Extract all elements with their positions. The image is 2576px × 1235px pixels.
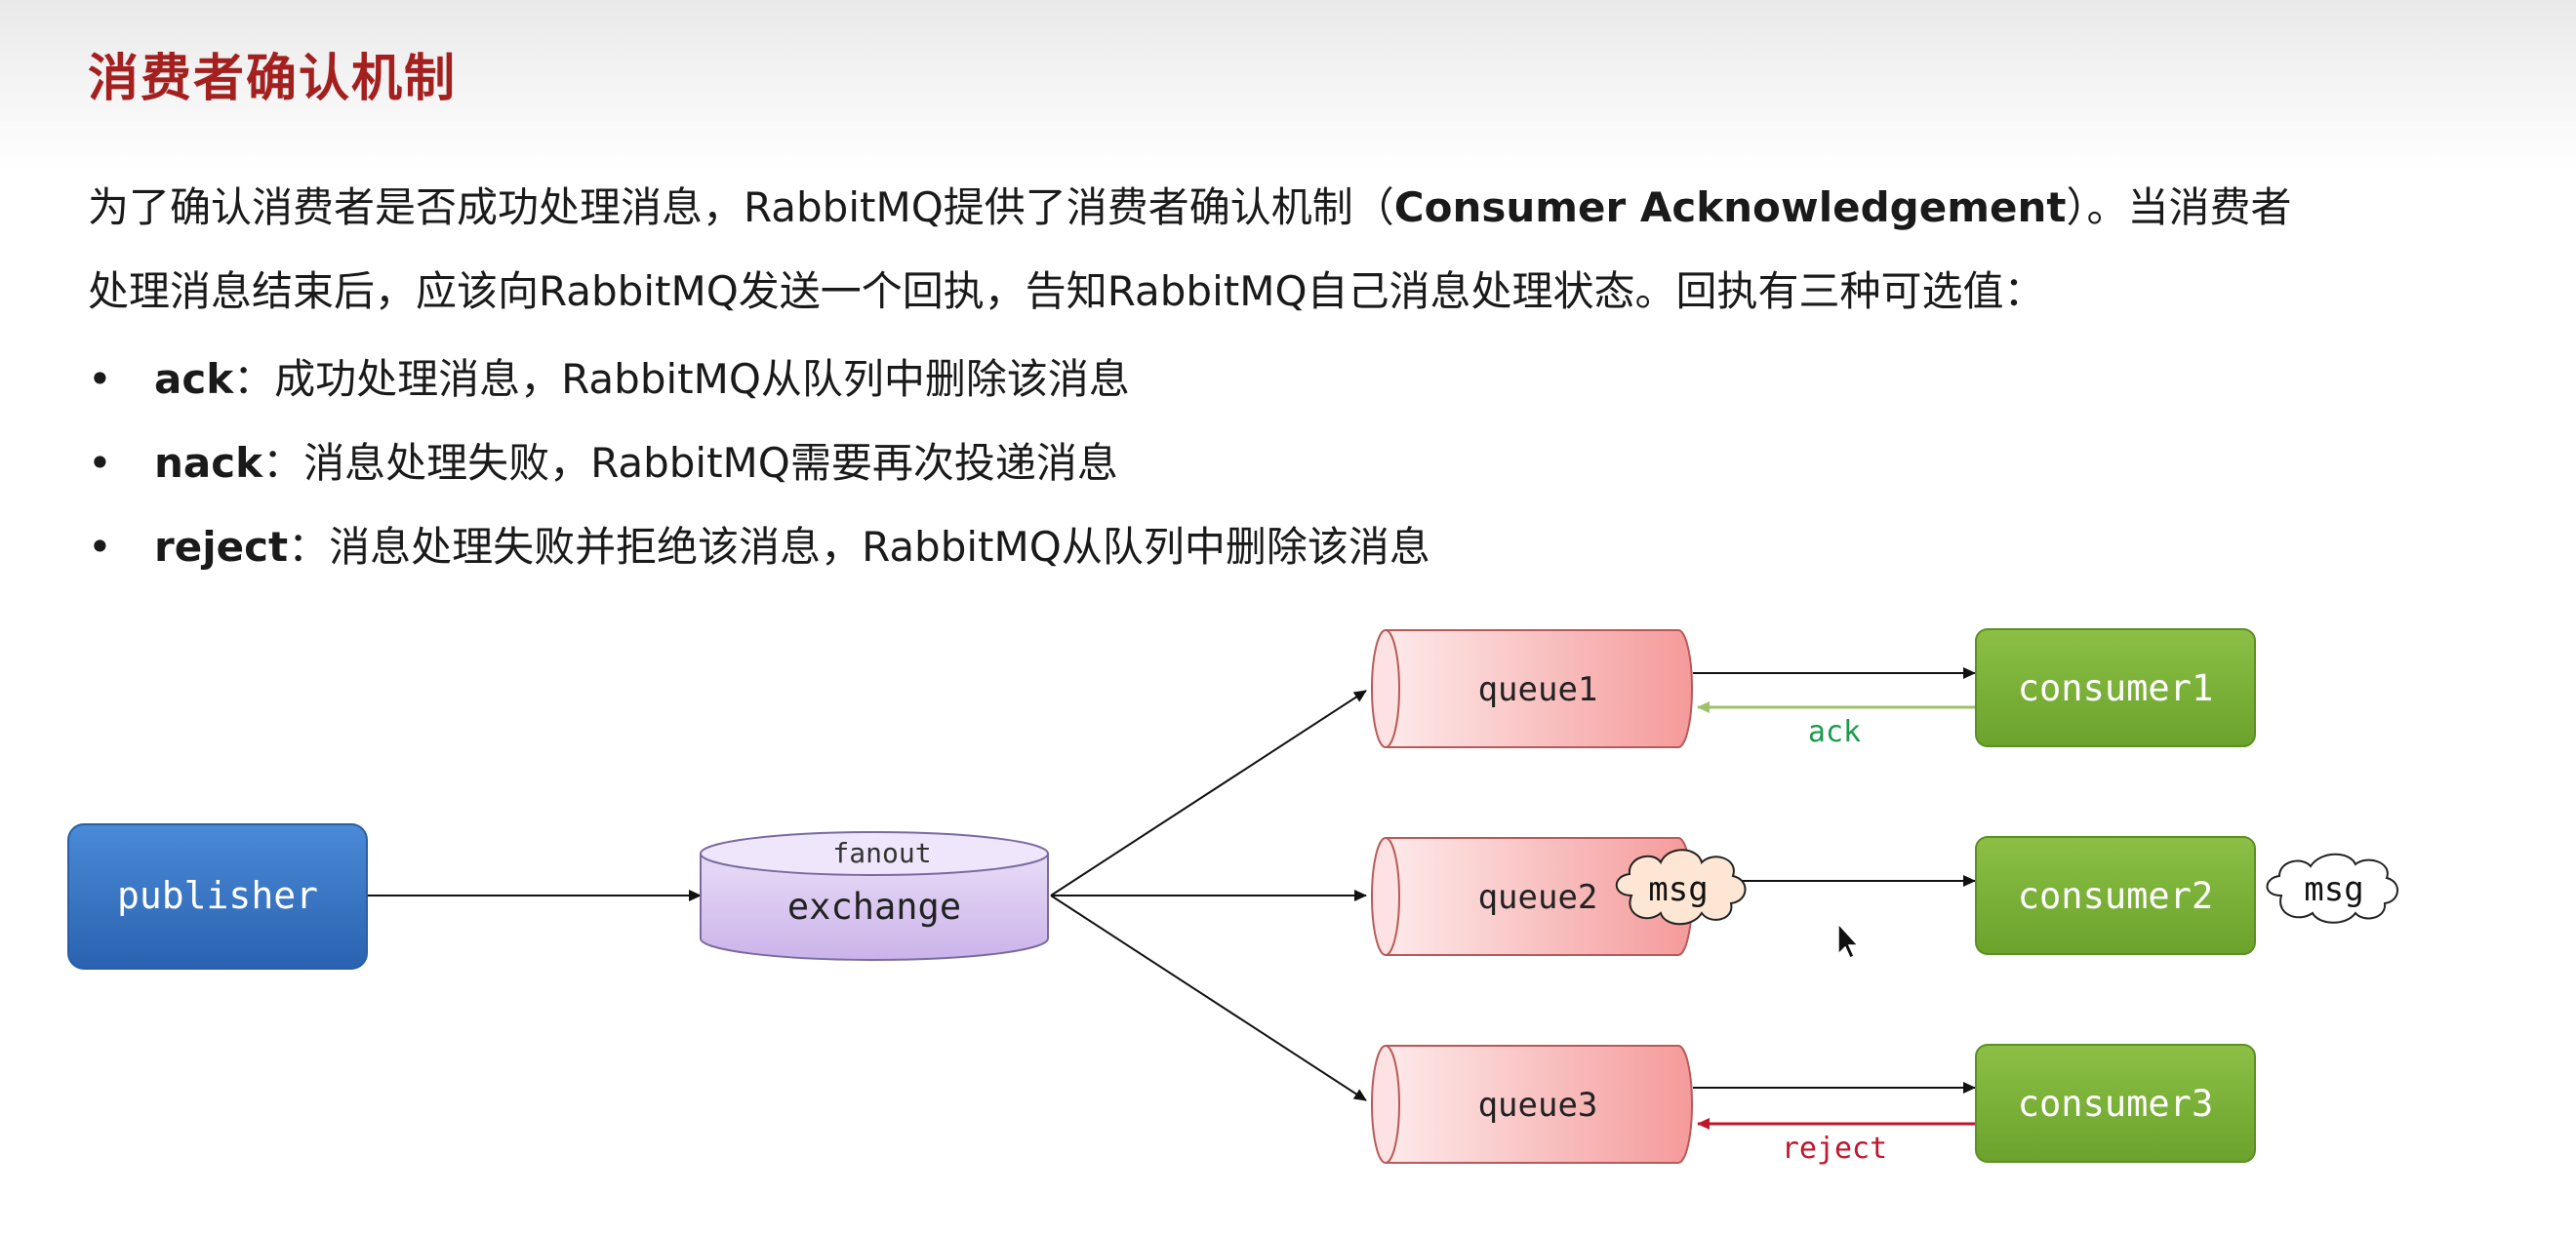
consumer2-label: consumer2 — [2018, 875, 2213, 917]
consumer3-node: consumer3 — [1975, 1044, 2256, 1163]
queue1-node: queue1 — [1371, 629, 1693, 748]
publisher-node: publisher — [67, 823, 368, 970]
msg-cloud-consumer2: msg — [2266, 853, 2398, 924]
reject-label: reject — [1782, 1132, 1887, 1166]
queue1-label: queue1 — [1478, 670, 1598, 709]
mouse-cursor-icon — [1837, 922, 1860, 960]
intro-part2: ）。当消费者 — [2066, 183, 2292, 231]
publisher-label: publisher — [117, 874, 318, 917]
bullet-marker: • — [88, 439, 112, 487]
bullet-desc: ：消息处理失败，RabbitMQ需要再次投递消息 — [262, 439, 1118, 487]
bullet-reject: • reject：消息处理失败并拒绝该消息，RabbitMQ从队列中删除该消息 — [88, 514, 1430, 574]
bullet-term: reject — [154, 523, 289, 571]
header-band — [0, 0, 2576, 171]
intro-paragraph: 为了确认消费者是否成功处理消息，RabbitMQ提供了消费者确认机制（Consu… — [88, 166, 2498, 334]
exchange-type-label: fanout — [832, 837, 931, 869]
exchange-label: exchange — [787, 886, 961, 928]
msg-label: msg — [2304, 870, 2363, 909]
ack-label: ack — [1808, 715, 1861, 749]
page-title: 消费者确认机制 — [88, 50, 458, 108]
intro-bold-term: Consumer Acknowledgement — [1393, 183, 2067, 231]
consumer1-label: consumer1 — [2018, 667, 2213, 709]
edge-exchange-queue1 — [1050, 690, 1367, 896]
intro-line2: 处理消息结束后，应该向RabbitMQ发送一个回执，告知RabbitMQ自己消息… — [88, 267, 2045, 315]
queue2-label: queue2 — [1478, 878, 1598, 917]
bullet-marker: • — [88, 355, 112, 403]
bullet-marker: • — [88, 523, 112, 571]
edge-exchange-queue3 — [1050, 895, 1367, 1101]
queue3-label: queue3 — [1478, 1086, 1598, 1125]
bullet-nack: • nack：消息处理失败，RabbitMQ需要再次投递消息 — [88, 430, 1118, 490]
bullet-ack: • ack：成功处理消息，RabbitMQ从队列中删除该消息 — [88, 346, 1130, 406]
intro-part1: 为了确认消费者是否成功处理消息，RabbitMQ提供了消费者确认机制（ — [88, 183, 1394, 231]
consumer2-node: consumer2 — [1975, 836, 2256, 955]
consumer1-node: consumer1 — [1975, 628, 2256, 747]
bullet-term: nack — [154, 439, 263, 487]
exchange-node: fanout exchange — [700, 831, 1049, 961]
bullet-desc: ：消息处理失败并拒绝该消息，RabbitMQ从队列中删除该消息 — [288, 523, 1430, 571]
consumer3-label: consumer3 — [2018, 1083, 2213, 1125]
queue3-node: queue3 — [1371, 1045, 1693, 1164]
bullet-term: ack — [154, 355, 234, 403]
msg-label: msg — [1648, 870, 1708, 909]
bullet-desc: ：成功处理消息，RabbitMQ从队列中删除该消息 — [233, 355, 1130, 403]
msg-cloud-queue2: msg — [1615, 849, 1747, 926]
